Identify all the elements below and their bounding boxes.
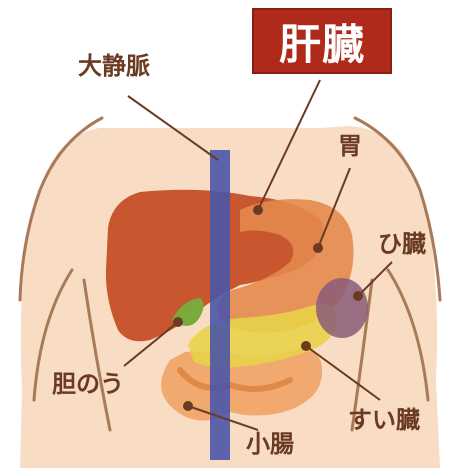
leader-small-intestine-dot [183,401,193,411]
label-vena-cava: 大静脈 [78,54,150,78]
leader-pancreas-dot [301,341,311,351]
title-text: 肝臓 [279,11,365,72]
spleen [316,278,368,338]
leader-liver-dot [253,205,263,215]
label-stomach: 胃 [338,134,362,158]
leader-gallbladder-dot [173,317,183,327]
vena-cava [210,150,230,460]
title-box: 肝臓 [252,8,392,74]
label-spleen: ひ臓 [378,232,426,256]
leader-stomach-dot [313,243,323,253]
label-pancreas: すい臓 [348,408,420,432]
label-small-intestine: 小腸 [246,432,294,456]
leader-spleen-dot [353,291,363,301]
label-gallbladder: 胆のう [52,372,124,396]
